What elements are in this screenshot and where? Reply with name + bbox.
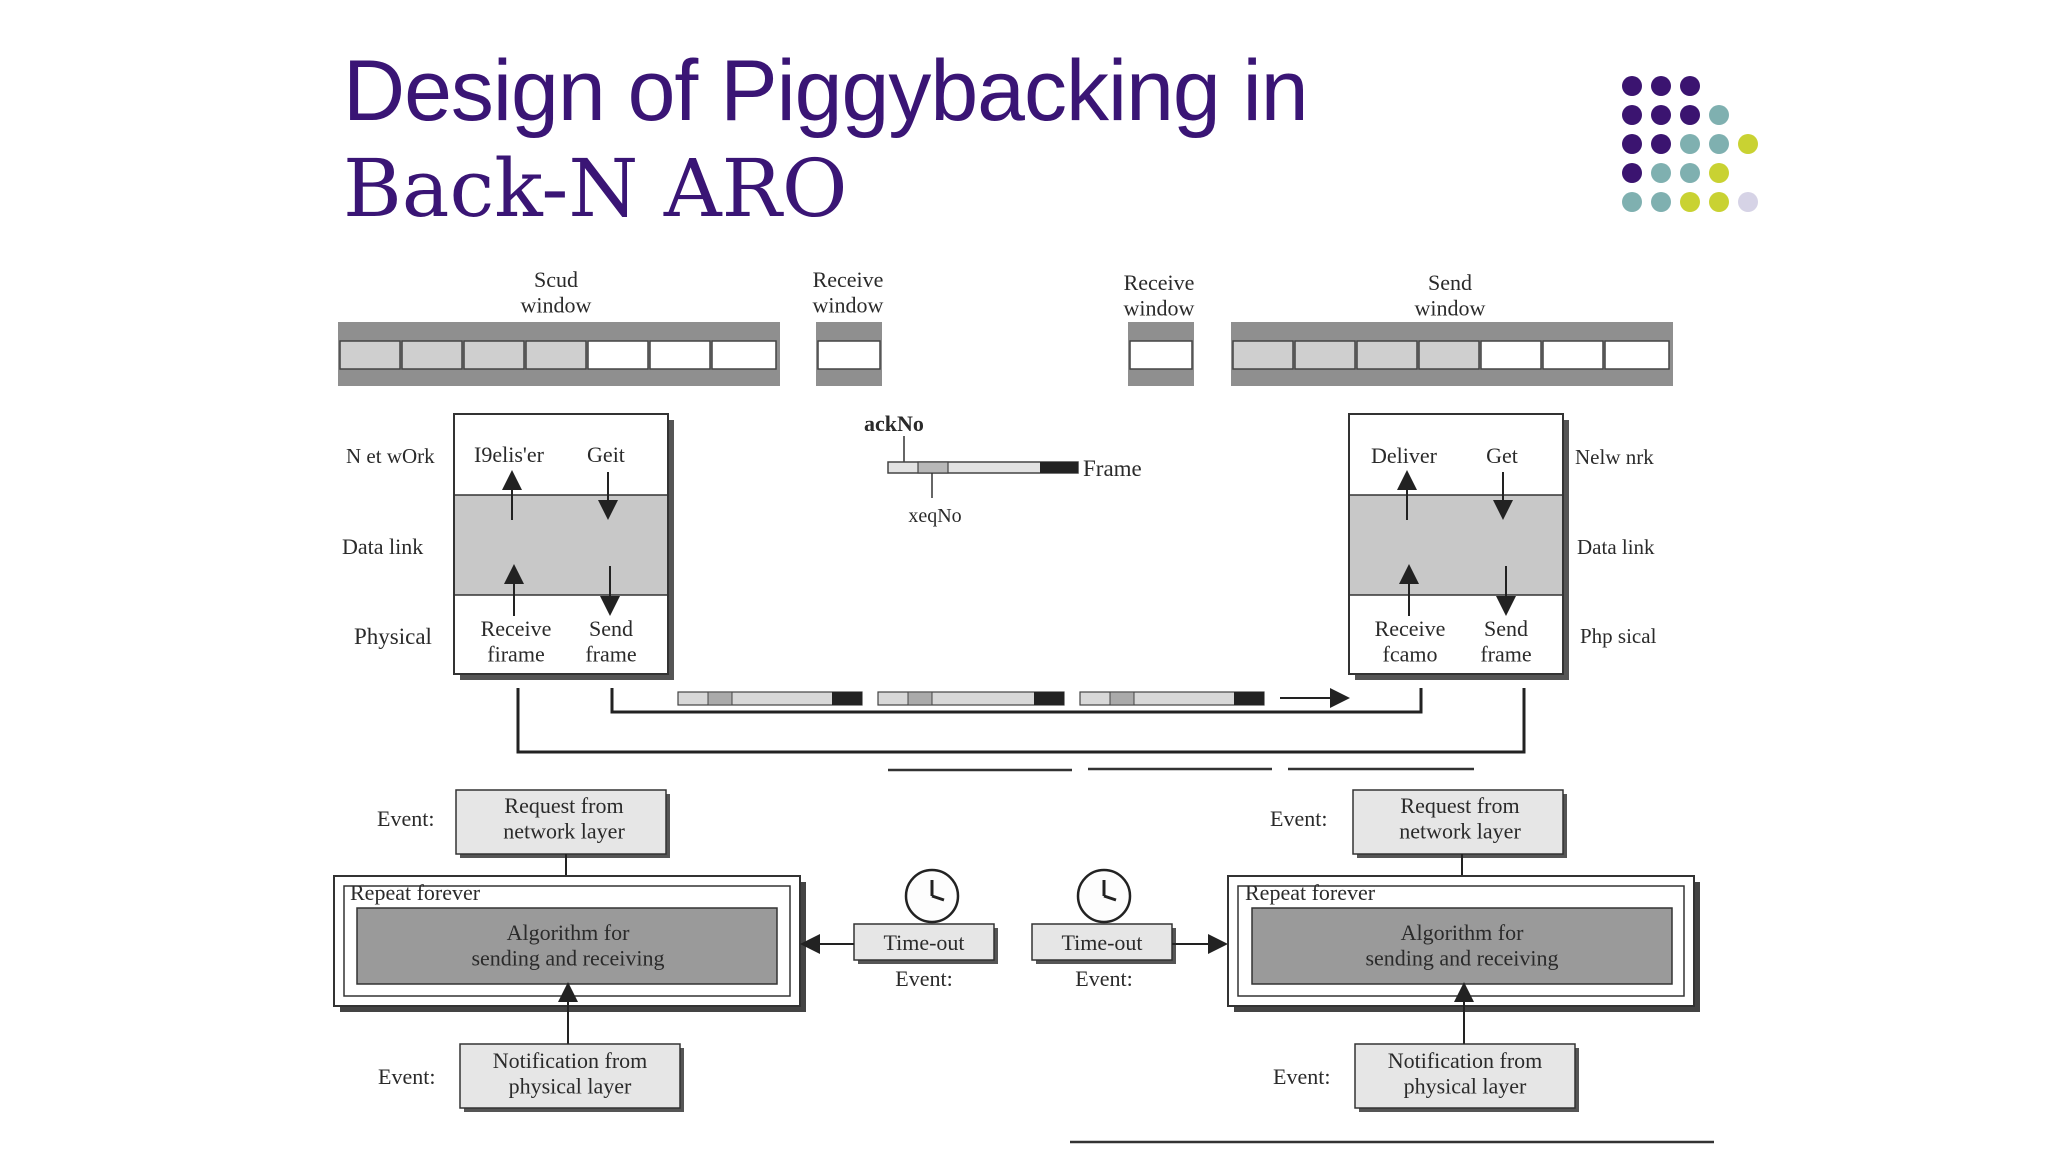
left-layer-datalink: Data link (342, 534, 423, 559)
slide-title-line2: Back-N ARO (343, 142, 848, 235)
left-repeat-label: Repeat forever (350, 880, 481, 905)
right-deliver-label: Deliver (1371, 443, 1438, 468)
right-timer: Time-out Event: (1031, 868, 1228, 991)
right-layer-physical: Php sical (1580, 624, 1657, 648)
left-timer: Time-out Event: (800, 868, 998, 991)
right-layer-network: Nelw nrk (1575, 445, 1654, 469)
right-timeout-event-label: Event: (1075, 966, 1132, 991)
left-send-window (338, 322, 780, 386)
right-request-event-label: Event: (1270, 806, 1327, 831)
right-notification-event-label: Event: (1273, 1064, 1330, 1089)
right-timeout-box: Time-out (1061, 930, 1142, 955)
right-layer-datalink: Data link (1577, 535, 1655, 559)
left-timeout-box: Time-out (883, 930, 964, 955)
left-timeout-event-label: Event: (895, 966, 952, 991)
left-get-label: Geit (587, 442, 625, 467)
left-request-event-label: Event: (377, 806, 434, 831)
left-deliver-label: I9elis'er (474, 442, 545, 467)
frame-format: ackNo Frame xeqNo (864, 411, 1142, 527)
right-send-window (1231, 322, 1673, 386)
right-get-label: Get (1486, 443, 1518, 468)
slide-title-line1: Design of Piggybacking in (343, 43, 1309, 139)
ack-label: ackNo (864, 411, 924, 436)
frame-label: Frame (1083, 456, 1142, 481)
right-receive-window (1128, 322, 1194, 386)
left-layer-network: N et wOrk (346, 444, 435, 468)
right-repeat-label: Repeat forever (1245, 880, 1376, 905)
seq-label: xeqNo (908, 505, 961, 527)
left-receive-window (816, 322, 882, 386)
left-layer-physical: Physical (354, 624, 432, 649)
physical-link (516, 688, 1526, 754)
left-notification-event-label: Event: (378, 1064, 435, 1089)
